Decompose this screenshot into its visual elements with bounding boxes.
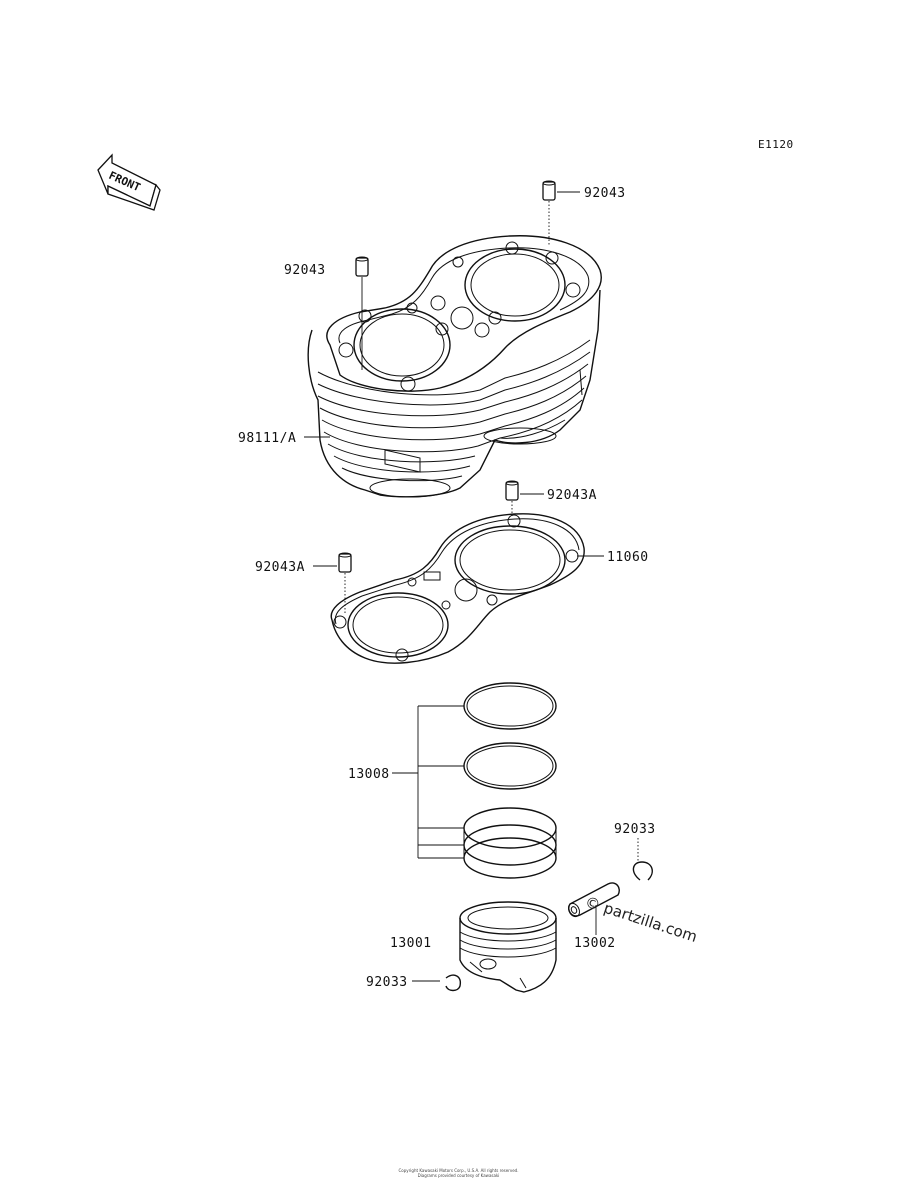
dowel-pin-gasket-left — [338, 552, 352, 573]
label-ring-set: 13008 — [348, 767, 390, 782]
dowel-pin-top-right — [542, 180, 556, 201]
leader-ring-set — [392, 705, 464, 859]
footer-copyright: Copyright Kawasaki Motors Corp., U.S.A. … — [0, 1168, 917, 1178]
label-piston: 13001 — [390, 936, 432, 951]
label-cylinder: 98111/A — [238, 431, 296, 446]
front-arrow-icon: FRONT — [97, 153, 161, 211]
cylinder-block — [307, 235, 602, 498]
footer-line-2: Diagrams provided courtesy of Kawasaki — [417, 1173, 500, 1178]
label-piston-pin: 13002 — [574, 936, 616, 951]
dowel-pin-top-left — [355, 256, 369, 277]
piston — [459, 901, 557, 993]
label-dowel-gasket-right: 92043A — [547, 488, 597, 503]
label-dowel-gasket-left: 92043A — [255, 560, 305, 575]
piston-ring-set — [463, 682, 557, 879]
label-dowel-top-left: 92043 — [284, 263, 326, 278]
dowel-pin-gasket-right — [505, 480, 519, 501]
circlip-right — [632, 861, 653, 881]
label-circlip-left: 92033 — [366, 975, 408, 990]
diagram-code: E1120 — [758, 138, 794, 151]
footer-line-1: Copyright Kawasaki Motors Corp., U.S.A. … — [398, 1168, 519, 1173]
label-circlip-right: 92033 — [614, 822, 656, 837]
piston-pin — [567, 882, 620, 918]
label-dowel-top-right: 92043 — [584, 186, 626, 201]
circlip-left — [445, 974, 461, 992]
label-gasket: 11060 — [607, 550, 649, 565]
cylinder-gasket — [330, 513, 585, 664]
